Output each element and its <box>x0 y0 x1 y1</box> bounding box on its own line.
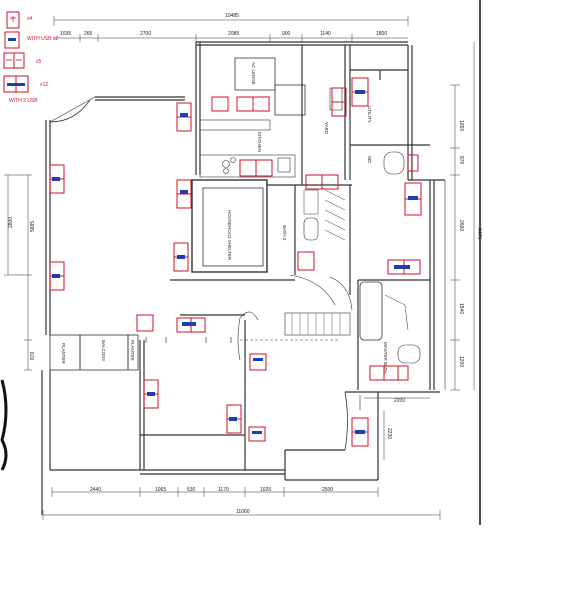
dim-top-5: 900 <box>282 31 291 37</box>
dim-bottom-1: 2440 <box>90 487 101 493</box>
dimension-labels: 10485 1035 265 2700 2085 900 1140 1800 2… <box>8 13 482 515</box>
dim-right-2: 870 <box>458 156 464 165</box>
room-utility: UTILITY <box>367 106 372 123</box>
socket-living-mid-icon <box>176 179 192 209</box>
room-planter-right: PLANTER <box>130 340 135 362</box>
socket-bath2-icon <box>297 251 315 271</box>
legend-label-with-2-usb: WITH 2 USB <box>9 98 38 104</box>
dim-bottom-4: 1170 <box>218 487 229 493</box>
dim-right-1: 1650 <box>458 120 464 131</box>
room-yard: YARD <box>324 122 329 135</box>
socket-living-top-icon <box>176 102 192 132</box>
window-markers <box>145 337 232 343</box>
room-household-shelter: HOUSEHOLD SHELTER <box>227 210 232 261</box>
dim-right-4: 1540 <box>458 303 464 314</box>
legend-double-socket-icon <box>3 52 25 69</box>
dim-inner-2: 2230 <box>386 428 392 439</box>
socket-left-wall-top-icon <box>49 164 65 194</box>
socket-corridor-icon <box>136 314 206 333</box>
legend-label-x5: x5 <box>36 59 42 65</box>
dim-top-7: 1800 <box>376 31 387 37</box>
room-labels: AC LEDGE KITCHEN YARD UTILITY WC HOUSEHO… <box>61 62 388 374</box>
legend-label-x12: x12 <box>40 82 48 88</box>
legend-label-usb-x2: WITH USB x2 <box>27 36 58 42</box>
dim-bottom-3: 530 <box>187 487 196 493</box>
legend-double-usb-socket-icon <box>3 75 29 93</box>
dim-bottom-total: 11060 <box>236 509 250 515</box>
sockets <box>49 77 422 447</box>
dim-left-2: 5885 <box>30 221 36 232</box>
socket-living-low-icon <box>173 242 189 272</box>
room-ac-ledge: AC LEDGE <box>251 62 256 85</box>
dim-top-6: 1140 <box>320 31 331 37</box>
room-wc: WC <box>367 156 372 164</box>
dim-top-3: 2700 <box>140 31 151 37</box>
walls <box>0 41 446 515</box>
socket-wc-icon <box>407 154 419 172</box>
socket-yard-icon <box>305 174 339 190</box>
socket-bedroom-mid-icon <box>226 404 266 442</box>
room-balcony: BALCONY <box>101 340 106 362</box>
socket-kitchen-top-row-icon <box>211 96 270 112</box>
socket-bedroom-left-icon <box>143 379 159 409</box>
room-planter-left: PLANTER <box>61 343 66 365</box>
dimension-lines <box>4 0 481 525</box>
dim-top-total: 10485 <box>225 13 239 19</box>
socket-master-bed-icon <box>351 417 369 447</box>
dim-right-5: 1200 <box>458 356 464 367</box>
dim-left-1: 2800 <box>8 217 14 228</box>
room-bath-2: BATH 2 <box>282 225 287 241</box>
dim-right-total: 8475 <box>476 228 482 239</box>
socket-utility-icon <box>331 77 369 117</box>
dim-top-1: 1035 <box>60 31 71 37</box>
room-kitchen: KITCHEN <box>257 132 262 152</box>
dim-bottom-5: 1025 <box>260 487 271 493</box>
room-master-bath: MASTER BATH <box>383 342 388 374</box>
legend-usb-socket-icon <box>4 31 20 49</box>
dim-top-4: 2085 <box>228 31 239 37</box>
dim-top-2: 265 <box>84 31 93 37</box>
socket-kitchen-counter-row-icon <box>239 159 273 177</box>
dim-inner-1: 2200 <box>394 398 405 404</box>
dim-bottom-2: 1065 <box>155 487 166 493</box>
socket-left-wall-low-icon <box>49 261 65 291</box>
legend-single-socket-icon <box>6 11 20 29</box>
socket-right-wall-icon <box>404 182 422 216</box>
legend: x4 WITH USB x2 x5 x12 WITH 2 USB <box>3 11 58 104</box>
socket-bedroom-right-icon <box>387 259 421 275</box>
dim-left-3: 870 <box>30 351 36 360</box>
legend-label-x4: x4 <box>27 16 33 22</box>
socket-bed-usb-icon <box>249 353 267 371</box>
dim-right-3: 2660 <box>458 220 464 231</box>
socket-master-bath-row-icon <box>369 365 409 381</box>
dim-bottom-6: 2500 <box>322 487 333 493</box>
